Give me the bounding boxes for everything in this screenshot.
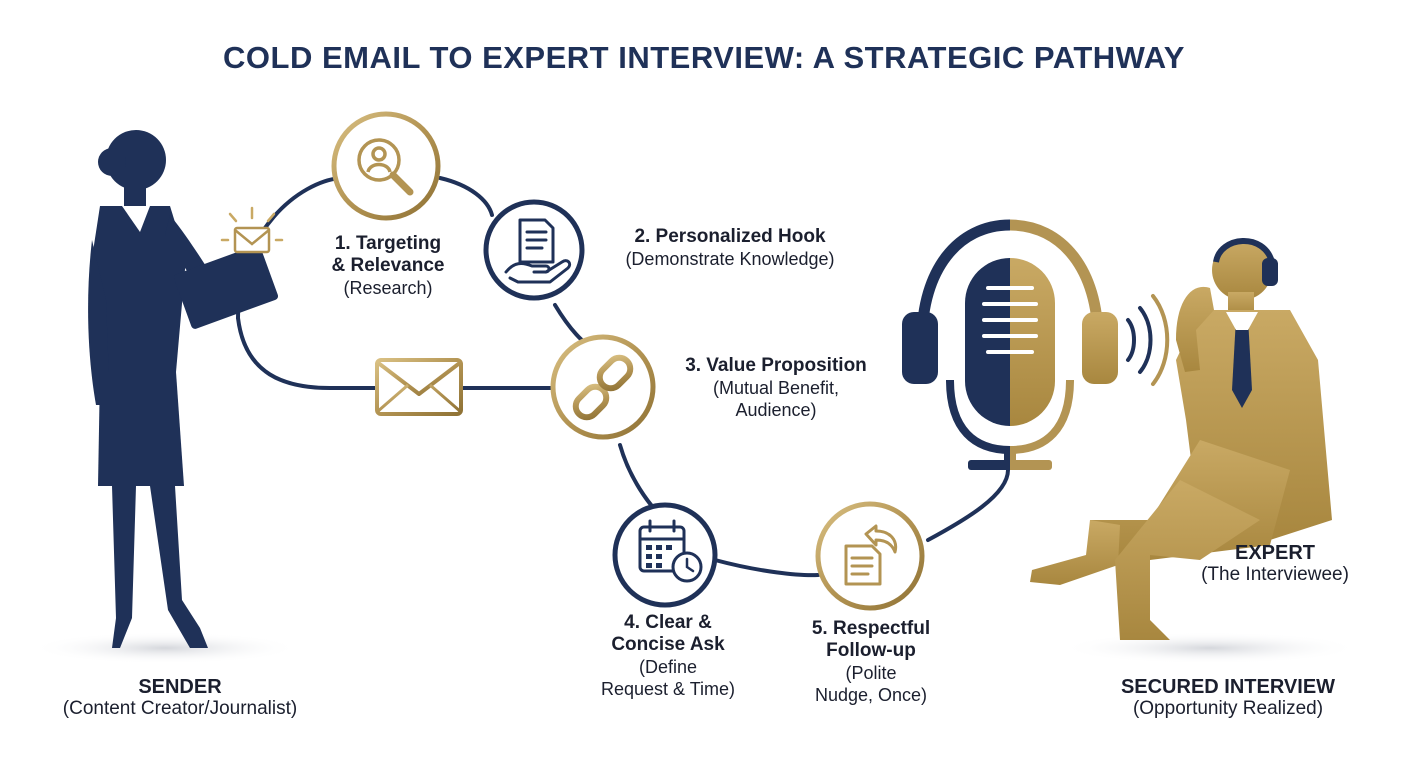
envelope-icon: [375, 358, 463, 416]
outcome-detail: (Opportunity Realized): [1132, 698, 1324, 719]
expert-shirt: [1226, 312, 1258, 330]
step-4-title-line-1: 4. Clear &: [624, 612, 712, 633]
outcome-name: SECURED INTERVIEW: [1120, 676, 1336, 698]
sender-role: (Content Creator/Journalist): [62, 698, 298, 719]
expert-headphones: [1213, 238, 1278, 286]
step-3-label: 3. Value Proposition (Mutual Benefit, Au…: [664, 355, 888, 421]
step-3-sub-line-1: (Mutual Benefit,: [712, 378, 840, 398]
sender-name: SENDER: [138, 676, 222, 698]
step-4-sub-line-1: (Define: [638, 657, 698, 677]
sender-label: SENDER (Content Creator/Journalist): [30, 676, 330, 720]
sparkle-envelope-icon: [220, 206, 284, 254]
step-2-label: 2. Personalized Hook (Demonstrate Knowle…: [594, 226, 866, 270]
step-4-sub-line-2: Request & Time): [600, 679, 736, 699]
outcome-label: SECURED INTERVIEW (Opportunity Realized): [1078, 676, 1378, 720]
step-5-title-line-1: 5. Respectful: [811, 618, 931, 639]
sender-shadow: [30, 632, 300, 664]
step-4-node: [612, 502, 718, 608]
calendar-clock-icon: [638, 519, 703, 583]
page-title: COLD EMAIL TO EXPERT INTERVIEW: A STRATE…: [223, 40, 1185, 75]
step-5-title-line-2: Follow-up: [826, 640, 916, 661]
pathway-line: [236, 176, 1010, 578]
step-4-title-line-2: Concise Ask: [611, 634, 725, 655]
step-3-title-line-1: 3. Value Proposition: [685, 355, 867, 376]
expert-name: EXPERT: [1234, 542, 1316, 564]
reply-note-icon: [844, 524, 898, 586]
sender-collar: [122, 206, 150, 232]
step-1-label: 1. Targeting & Relevance (Research): [306, 233, 470, 299]
step-3-node: [550, 334, 656, 440]
step-5-sub-line-1: (Polite: [845, 663, 897, 683]
step-3-sub-line-2: Audience): [735, 400, 817, 420]
expert-silhouette: [1030, 240, 1332, 640]
step-1-title-line-2: & Relevance: [331, 255, 445, 276]
magnifier-person-icon: [357, 138, 414, 196]
step-5-sub-line-2: Nudge, Once): [814, 685, 928, 705]
expert-shadow: [1060, 632, 1360, 664]
step-1-title-line-1: 1. Targeting: [334, 233, 442, 254]
step-4-label: 4. Clear & Concise Ask (Define Request &…: [578, 612, 758, 700]
step-5-node: [815, 501, 925, 611]
expert-role: (The Interviewee): [1201, 564, 1349, 585]
step-1-sub-line-1: (Research): [343, 278, 433, 298]
step-2-title-line-1: 2. Personalized Hook: [634, 226, 826, 247]
step-2-sub-line-1: (Demonstrate Knowledge): [625, 249, 835, 269]
sound-waves-icon: [1126, 294, 1170, 386]
microphone-headphones-icon: [902, 219, 1118, 470]
sender-silhouette: [88, 130, 279, 648]
step-1-node: [331, 111, 441, 221]
step-2-node: [483, 199, 585, 301]
expert-tie: [1232, 318, 1252, 408]
document-hand-icon: [504, 218, 572, 284]
expert-label: EXPERT (The Interviewee): [1165, 542, 1385, 586]
step-5-label: 5. Respectful Follow-up (Polite Nudge, O…: [786, 618, 956, 706]
chain-link-icon: [572, 354, 634, 421]
